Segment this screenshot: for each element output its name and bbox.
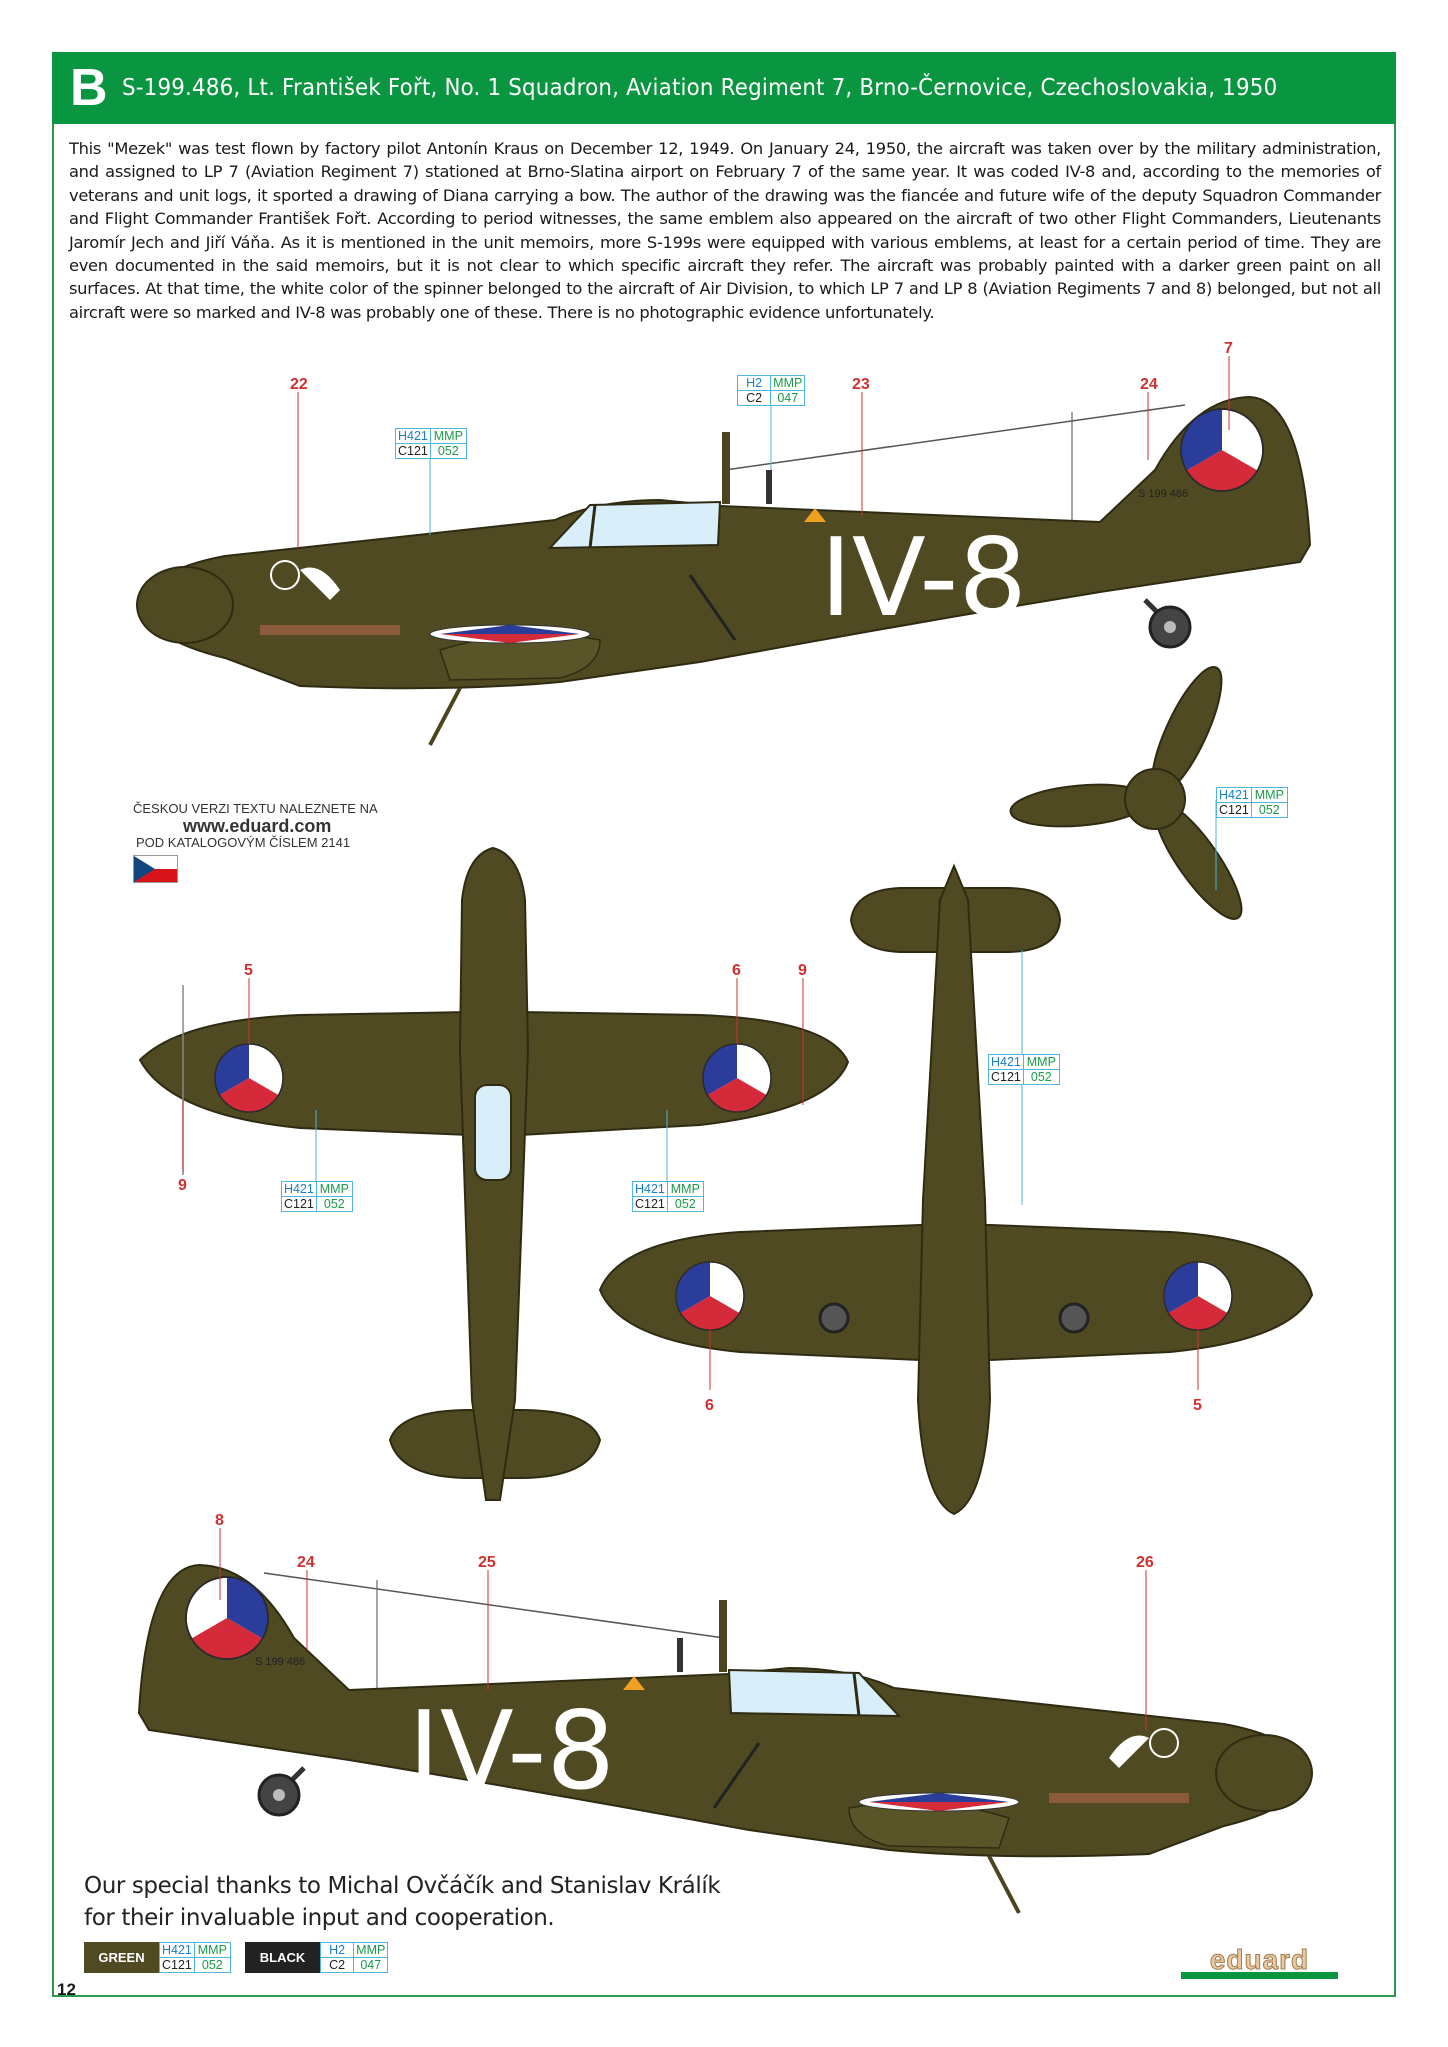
serial-number: S 199 486	[1138, 488, 1188, 500]
h-code: H421	[160, 1943, 195, 1958]
c-code: C121	[989, 1070, 1024, 1084]
green-swatch: GREEN	[84, 1942, 159, 1973]
mmp-label: MMP	[1251, 788, 1287, 803]
mmp-label: MMP	[430, 429, 466, 444]
propeller-view	[1009, 666, 1243, 920]
c-code: C121	[282, 1197, 317, 1211]
serial-number-right: S 199 486	[255, 1656, 305, 1668]
black-swatch: BLACK	[245, 1942, 320, 1973]
callout-25: 25	[478, 1554, 496, 1571]
website-link[interactable]: www.eduard.com	[183, 816, 332, 836]
mmp-code: 052	[1258, 803, 1280, 817]
callout-24-right: 24	[297, 1554, 315, 1571]
callout-5-top: 5	[244, 962, 253, 979]
profile-letter: B	[70, 59, 108, 117]
c-code: C2	[738, 391, 772, 405]
c-code: C2	[321, 1958, 355, 1972]
mmp-code: 052	[674, 1197, 696, 1211]
h-code: H421	[282, 1182, 317, 1197]
mmp-code: 052	[201, 1958, 223, 1972]
czech-note-line1: ČESKOU VERZI TEXTU NALEZNETE NA	[133, 801, 378, 816]
callout-7: 7	[1224, 340, 1233, 357]
mmp-code: 047	[777, 391, 799, 405]
mmp-code: 052	[323, 1197, 345, 1211]
h-code: H421	[1217, 788, 1252, 803]
c-code: C121	[396, 444, 431, 458]
mmp-label: MMP	[354, 1943, 388, 1958]
c-code: C121	[160, 1958, 195, 1972]
callouts-right-side: 8 24 25 26	[215, 1512, 1154, 1730]
callout-9-top-right: 9	[798, 962, 807, 979]
bottom-view: 6 5	[598, 863, 1314, 1516]
c-code: C121	[1217, 803, 1252, 817]
callout-26: 26	[1136, 1554, 1154, 1571]
top-view: 5 6 9 9	[138, 846, 850, 1501]
profile-title: S-199.486, Lt. František Fořt, No. 1 Squ…	[121, 75, 1277, 101]
callout-6-bottom: 6	[705, 1397, 714, 1414]
thanks-line2: for their invaluable input and cooperati…	[84, 1905, 555, 1931]
callout-6-top: 6	[732, 962, 741, 979]
logo-word: eduard	[1209, 1944, 1310, 1975]
h-code: H421	[989, 1055, 1024, 1070]
right-side-view: IV-8 S 199 486	[139, 1565, 1312, 1913]
callouts-left-side: 22 23 24 7	[290, 340, 1233, 548]
czech-version-note: ČESKOU VERZI TEXTU NALEZNETE NA www.edua…	[133, 801, 413, 851]
mmp-label: MMP	[1023, 1055, 1059, 1070]
callout-22: 22	[290, 376, 308, 393]
czech-flag-icon	[133, 855, 178, 883]
mmp-label: MMP	[771, 376, 805, 391]
fuselage-code: IV-8	[820, 516, 1027, 641]
h-code: H2	[738, 376, 772, 391]
c-code: C121	[633, 1197, 668, 1211]
mmp-code: 047	[360, 1958, 382, 1972]
czech-note-line3: POD KATALOGOVÝM ČÍSLEM 2141	[136, 835, 351, 850]
h-code: H421	[633, 1182, 668, 1197]
mmp-code: 052	[437, 444, 459, 458]
thanks-note: Our special thanks to Michal Ovčáčík and…	[84, 1870, 721, 1934]
logo-bar	[1181, 1972, 1338, 1979]
mmp-label: MMP	[316, 1182, 352, 1197]
description-text: This "Mezek" was test flown by factory p…	[69, 139, 1381, 322]
eduard-logo: eduard	[1181, 1944, 1338, 1979]
profile-header: B S-199.486, Lt. František Fořt, No. 1 S…	[52, 52, 1396, 124]
callout-8: 8	[215, 1512, 224, 1529]
fuselage-code-right: IV-8	[408, 1689, 615, 1814]
callout-5-bottom: 5	[1193, 1397, 1202, 1414]
thanks-line1: Our special thanks to Michal Ovčáčík and…	[84, 1873, 721, 1899]
mmp-label: MMP	[194, 1943, 230, 1958]
callout-23: 23	[852, 376, 870, 393]
page-number: 12	[57, 1980, 76, 1999]
callout-24: 24	[1140, 376, 1158, 393]
mmp-label: MMP	[667, 1182, 703, 1197]
mmp-code: 052	[1030, 1070, 1052, 1084]
h-code: H421	[396, 429, 431, 444]
callout-9-top-left: 9	[178, 1177, 187, 1194]
h-code: H2	[321, 1943, 355, 1958]
left-side-view: IV-8 S 199 486	[137, 397, 1310, 745]
